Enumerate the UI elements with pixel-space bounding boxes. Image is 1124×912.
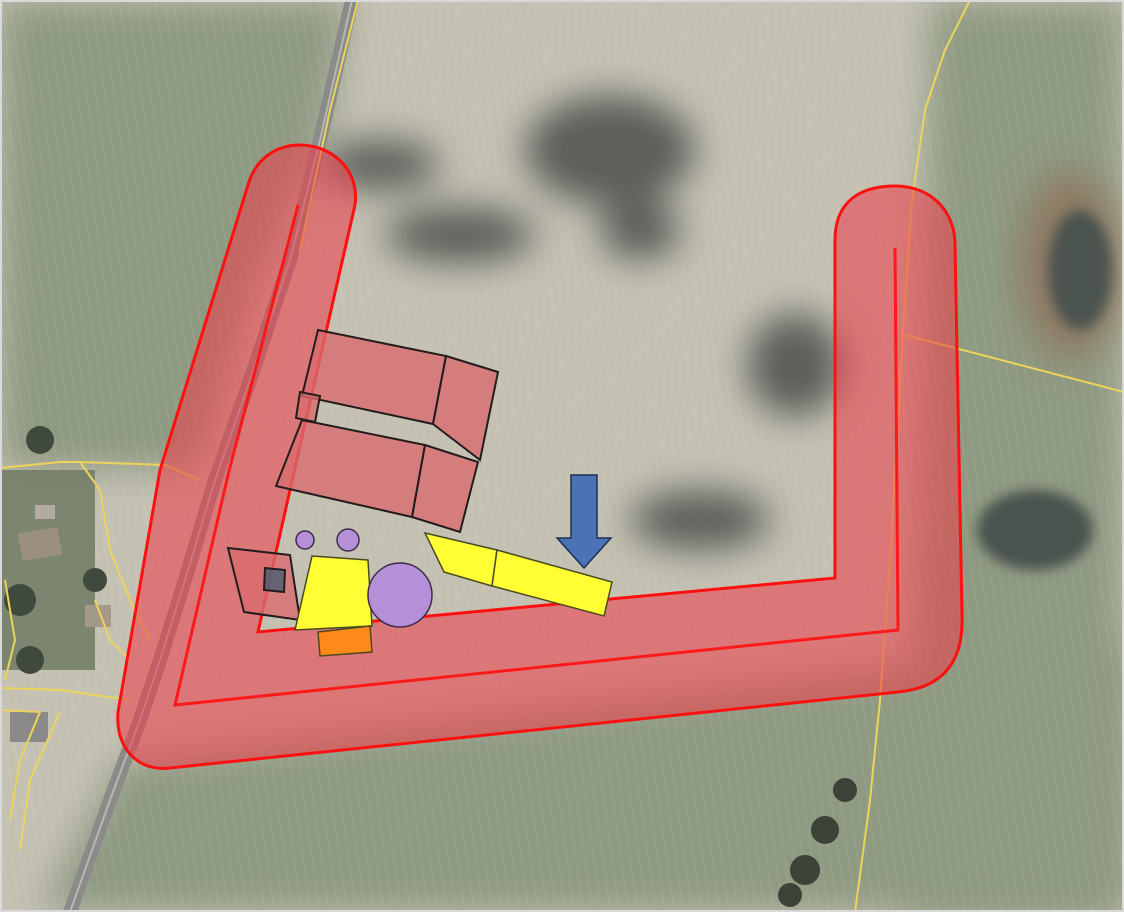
storage-tanks bbox=[295, 528, 433, 628]
tank-small bbox=[336, 528, 360, 552]
pond bbox=[977, 490, 1093, 570]
tree bbox=[83, 568, 107, 592]
house bbox=[85, 605, 111, 627]
tree bbox=[4, 584, 36, 616]
buffer-zone-area bbox=[116, 143, 964, 770]
barn-south-annex bbox=[410, 443, 480, 534]
down-arrow-icon[interactable] bbox=[555, 474, 613, 570]
planned-block bbox=[294, 555, 373, 631]
house bbox=[35, 505, 55, 519]
tree bbox=[26, 426, 54, 454]
shed-west-inner bbox=[262, 566, 287, 594]
buffer-zone bbox=[116, 143, 964, 770]
tank-large bbox=[367, 562, 433, 628]
house bbox=[17, 526, 63, 562]
planned-extension bbox=[317, 625, 373, 657]
barn-north-annex bbox=[431, 354, 500, 462]
planned-hall-east bbox=[491, 549, 613, 617]
barn-link bbox=[294, 390, 322, 424]
planned-buildings bbox=[294, 531, 613, 657]
village-area bbox=[0, 426, 111, 742]
existing-buildings bbox=[226, 328, 500, 622]
tree bbox=[16, 646, 44, 674]
buffer-centerline bbox=[173, 204, 900, 707]
pond bbox=[1048, 210, 1112, 330]
tree-row bbox=[778, 778, 857, 907]
tank-small bbox=[295, 530, 315, 550]
